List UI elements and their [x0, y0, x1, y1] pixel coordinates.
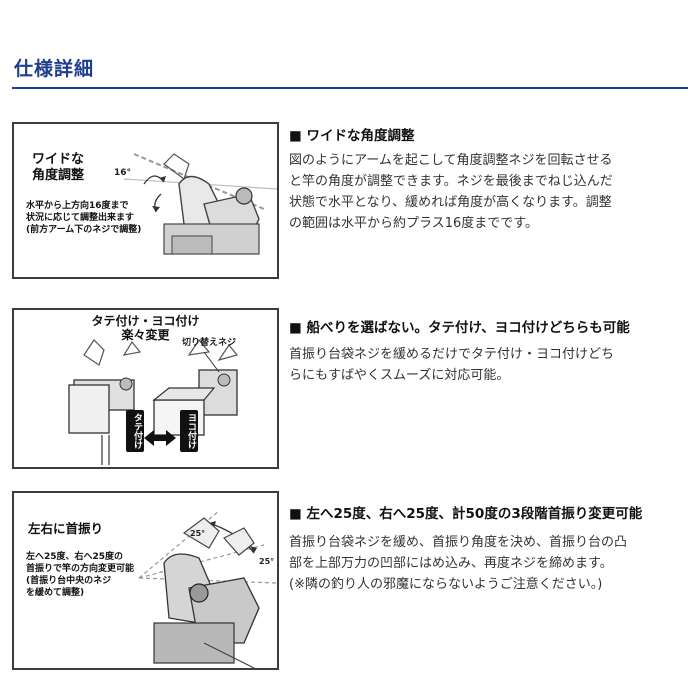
mount-switch-figure: タテ付け・ヨコ付け 楽々変更 切り替えネジ タテ付け ヨコ付け	[12, 308, 279, 469]
horizontal-mount-tag: ヨコ付け	[180, 410, 198, 452]
figure-label: タテ付け・ヨコ付け 楽々変更	[91, 314, 200, 343]
swivel-figure: 左右に首振り 25° 25° 左へ25度、右へ25度の 首振りで竿の方向変更可能…	[12, 491, 279, 670]
feature-heading: ■ ワイドな角度調整	[289, 128, 415, 144]
title-divider	[12, 87, 688, 89]
swivel-illustration	[138, 510, 277, 668]
rod-holder-angle-illustration	[123, 153, 277, 255]
callout-label: 切り替えネジ	[182, 338, 237, 348]
page-title: 仕様詳細	[14, 58, 95, 80]
vertical-mount-tag: タテ付け	[126, 410, 144, 452]
figure-note: 水平から上方向16度まで 状況に応じて調整出来ます (前方アーム下のネジで調整)	[26, 201, 142, 236]
angle-adjust-figure: ワイドな 角度調整 16° 水平から上方向16度まで 状況に応じて調整出来ます …	[12, 122, 279, 279]
left-angle-label: 25°	[190, 529, 206, 538]
feature-description: 図のようにアームを起こして角度調整ネジを回転させる と竿の角度が調整できます。ネ…	[289, 153, 613, 231]
angle-label: 16°	[114, 168, 132, 178]
figure-label: ワイドな 角度調整	[32, 152, 85, 183]
mount-orientation-illustration	[68, 338, 239, 465]
right-angle-label: 25°	[259, 557, 275, 566]
figure-label: 左右に首振り	[28, 521, 104, 536]
feature-description: 首振り台袋ネジを緩め、首振り角度を決め、首振り台の凸 部を上部万力の凹部にはめ込…	[289, 535, 628, 592]
feature-description: 首振り台袋ネジを緩めるだけでタテ付け・ヨコ付けどち らにもすばやくスムーズに対応…	[289, 347, 615, 383]
double-arrow-icon	[144, 430, 176, 446]
feature-heading: ■ 左へ25度、右へ25度、計50度の3段階首振り変更可能	[289, 506, 643, 522]
feature-heading: ■ 船べりを選ばない。タテ付け、ヨコ付けどちらも可能	[289, 320, 630, 336]
figure-note: 左へ25度、右へ25度の 首振りで竿の方向変更可能 (首振り台中央のネジ を緩め…	[26, 552, 135, 599]
